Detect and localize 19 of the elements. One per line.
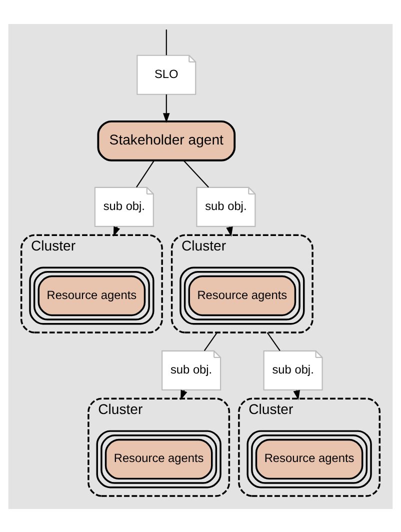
node-box: Resource agents (96, 430, 222, 488)
connector (266, 332, 280, 350)
node-box: Resource agents (180, 266, 305, 324)
connector (183, 160, 209, 188)
node-label: Cluster (98, 400, 143, 417)
node-box: Resource agents (246, 430, 372, 488)
node-label: Cluster (30, 237, 76, 254)
connector (136, 160, 155, 188)
cluster (88, 397, 230, 496)
arrow (162, 94, 170, 122)
cluster (238, 397, 381, 496)
node-label: Cluster (181, 237, 226, 254)
connector (166, 29, 167, 55)
cluster (170, 234, 314, 333)
node-label: Cluster (248, 400, 294, 417)
node-box: Resource agents (29, 266, 154, 324)
connector (204, 332, 218, 350)
cluster (20, 234, 163, 333)
node-box: Stakeholder agent (97, 120, 236, 161)
